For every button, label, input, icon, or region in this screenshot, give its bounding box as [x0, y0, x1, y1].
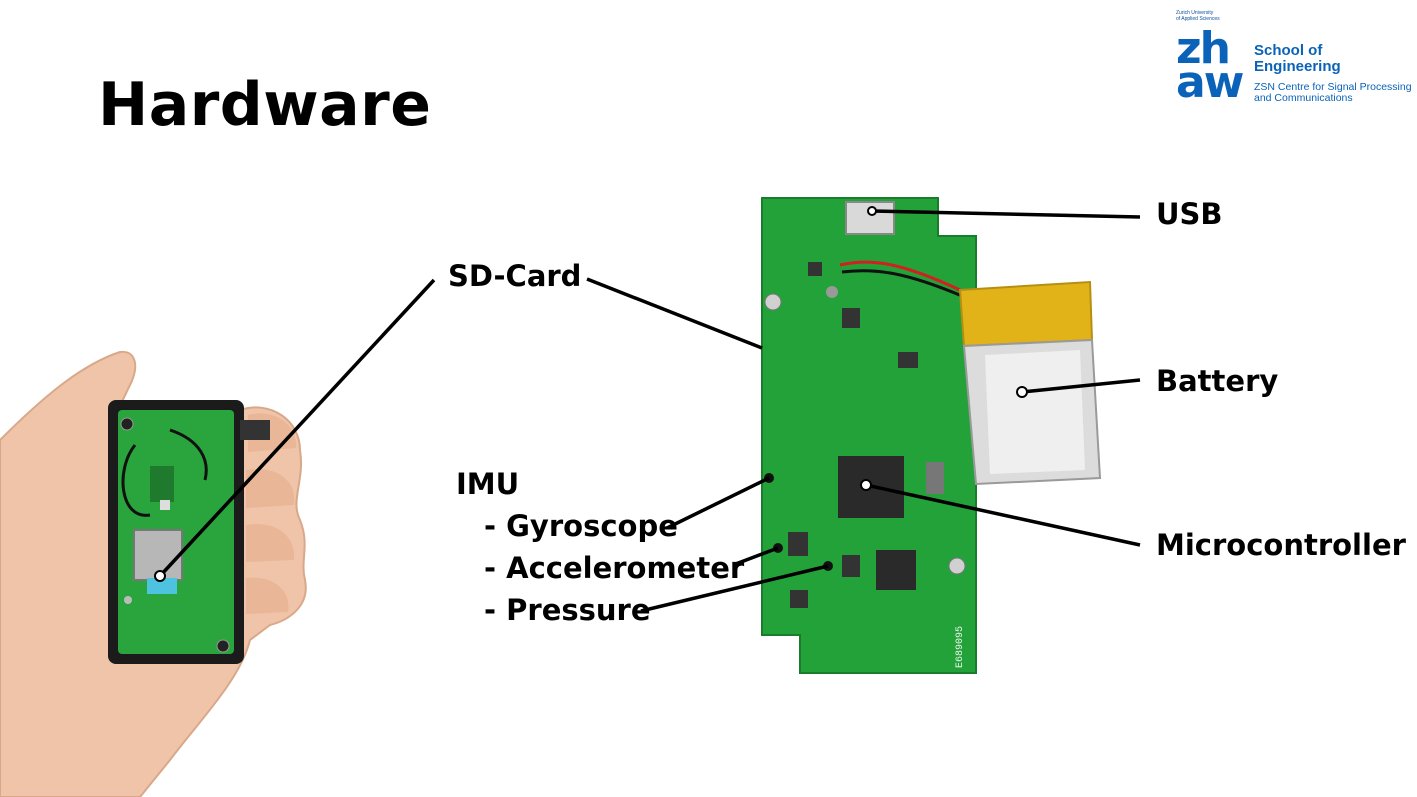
sd-card-pointer-board [586, 277, 763, 350]
centre-name: ZSN Centre for Signal Processing and Com… [1254, 81, 1412, 104]
label-gyroscope: - Gyroscope [484, 509, 678, 543]
board-marking: E689095 [955, 626, 966, 668]
usb-pointer [871, 209, 1141, 219]
label-sd-card: SD-Card [448, 259, 582, 293]
pcb-board [761, 197, 977, 674]
usb-pointer-dot [867, 206, 877, 216]
label-accelerometer: - Accelerometer [484, 551, 745, 585]
pointer-lines [158, 209, 1141, 613]
zhaw-logo: Zurich University of Applied Sciences zh… [1176, 10, 1412, 110]
university-name: Zurich University of Applied Sciences [1176, 10, 1220, 22]
slide-title: Hardware [98, 70, 432, 140]
zhaw-mark: zh aw [1176, 23, 1244, 108]
accelerometer-pointer [732, 546, 779, 567]
label-battery: Battery [1156, 364, 1279, 398]
device-enclosure [108, 400, 270, 664]
battery-pointer-dot [1016, 386, 1028, 398]
battery-pack [958, 280, 1102, 486]
sd-card-pointer-dot [154, 570, 166, 582]
pressure-pointer [640, 564, 829, 613]
label-imu: IMU [456, 467, 520, 501]
label-usb: USB [1156, 197, 1223, 231]
sd-card-pointer-device [158, 278, 436, 578]
battery-pointer [1021, 378, 1141, 394]
school-name: School of Engineering [1254, 42, 1341, 75]
label-pressure: - Pressure [484, 593, 651, 627]
microcontroller-pointer [865, 483, 1141, 547]
microcontroller-pointer-dot [860, 479, 872, 491]
label-microcontroller: Microcontroller [1156, 528, 1406, 562]
gyroscope-pointer [666, 476, 770, 530]
